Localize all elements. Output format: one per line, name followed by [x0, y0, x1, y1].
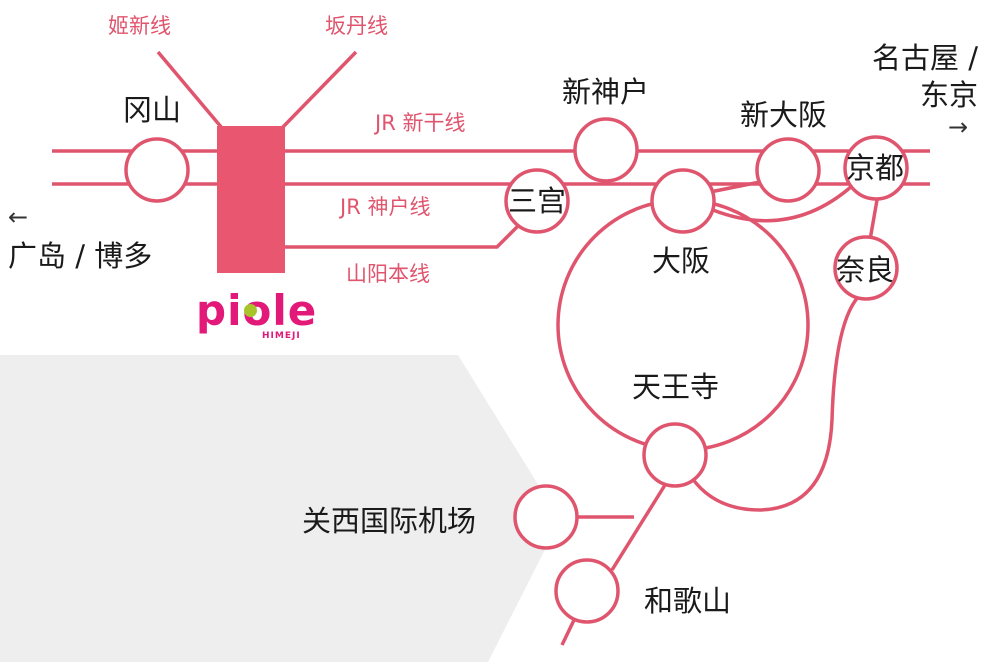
nara-station-marker: [833, 235, 899, 301]
osaka-loop-line: [556, 198, 810, 452]
nara-tennoji-link: [690, 293, 862, 512]
okayama-station-marker: [124, 137, 190, 203]
tennoji-wakayama-link: [610, 484, 667, 571]
osaka-station-marker: [650, 168, 716, 234]
piole-logo-subtitle: HIMEJI: [262, 331, 301, 341]
bantan-line: [280, 50, 358, 130]
east-arrow-icon: →: [948, 113, 969, 141]
east-destination-label-1: 名古屋 /: [872, 41, 978, 75]
sanyo-line: [285, 222, 522, 249]
himeshin-line: [156, 50, 224, 130]
kyoto-station-marker: [843, 135, 909, 201]
shinosaka-station-marker: [755, 137, 821, 203]
piole-logo: piole HIMEJI: [196, 290, 316, 350]
tennoji-station-label: 天王寺: [632, 370, 720, 404]
kyoto-station-label: 京都: [846, 151, 905, 185]
kix-station-marker: [513, 484, 579, 550]
nara-station-label: 奈良: [836, 253, 895, 287]
wakayama-south-link: [560, 617, 577, 646]
okayama-station-label: 冈山: [123, 93, 182, 127]
kyoto-nara-link: [868, 199, 879, 241]
wakayama-station-marker: [554, 558, 620, 624]
himeshin-line-label: 姬新线: [108, 14, 171, 38]
shinkobe-station-label: 新神户: [562, 75, 650, 109]
west-destination-label: 广岛 / 博多: [8, 239, 153, 273]
sannomiya-station-marker: [504, 168, 570, 234]
kix-station-label: 关西国际机场: [302, 504, 477, 538]
west-arrow-icon: ←: [8, 203, 29, 231]
himeji-hub: [217, 126, 285, 273]
sannomiya-station-label: 三宫: [508, 184, 567, 218]
osaka-shinosaka-link: [709, 180, 761, 194]
shinkobe-station-marker: [573, 117, 639, 183]
region-shape: [0, 355, 560, 662]
shinosaka-station-label: 新大阪: [740, 98, 828, 132]
osaka-station-label: 大阪: [652, 244, 711, 278]
sanyo-line-label: 山阳本线: [346, 262, 430, 286]
shinkansen-line-label: JR 新干线: [375, 111, 466, 135]
tennoji-station-marker: [642, 422, 708, 488]
osaka-kyoto-link: [712, 184, 854, 223]
logo-dot-icon: [244, 304, 257, 317]
east-destination-label-2: 东京: [920, 78, 979, 112]
wakayama-station-label: 和歌山: [644, 584, 732, 618]
kobe-line-label: JR 神户线: [340, 195, 431, 219]
bantan-line-label: 坂丹线: [325, 14, 388, 38]
